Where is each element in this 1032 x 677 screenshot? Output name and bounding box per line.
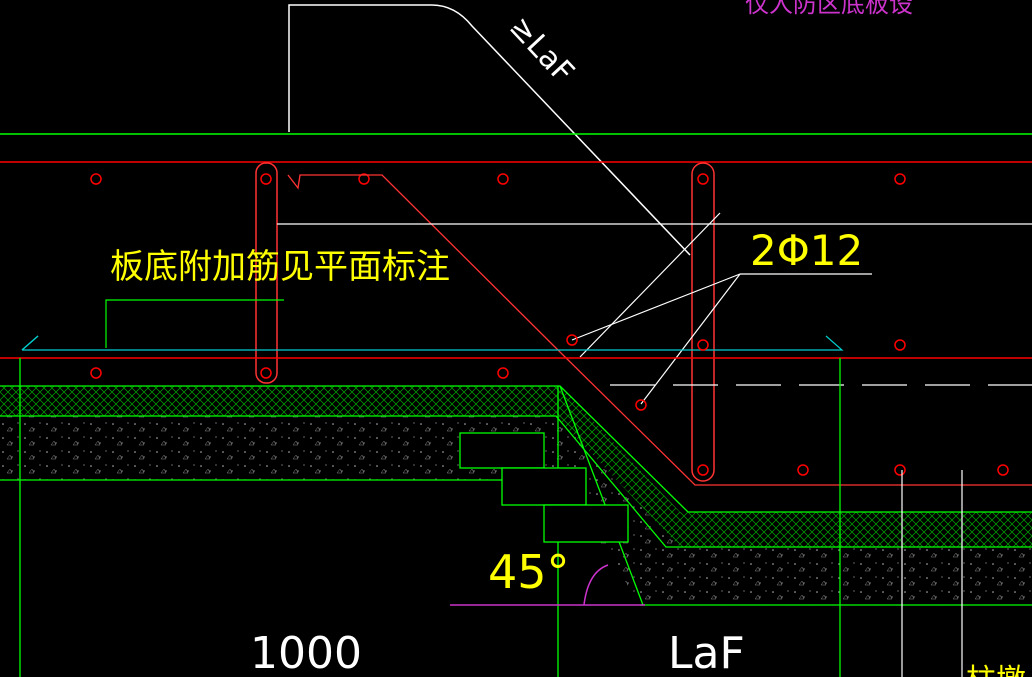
rebar-spec-label: 2Φ12	[750, 226, 863, 275]
angle-arc	[583, 564, 609, 606]
rebar-dot	[260, 367, 272, 379]
rebar-dot	[635, 399, 647, 411]
top-note-text: 仅人防区底板设	[745, 0, 913, 18]
concrete-layer	[0, 416, 1032, 605]
cyan-bottom-rebar	[21, 335, 844, 351]
rebar-dot	[697, 464, 709, 476]
step-block-3	[543, 504, 629, 543]
rebar-dot	[894, 173, 906, 185]
bottom-right-note: 柱墩	[966, 663, 1026, 677]
rebar-dot	[894, 464, 906, 476]
outline-1	[0, 385, 1032, 513]
rebar-dot	[497, 367, 509, 379]
dimension-laf: LaF	[668, 628, 745, 677]
hatched-layer-left	[0, 386, 1032, 547]
break-mark	[579, 212, 721, 358]
slab-outlines	[0, 358, 1032, 677]
rebar-dot	[566, 334, 578, 346]
rebar-dot	[997, 464, 1009, 476]
rebar-dot	[90, 367, 102, 379]
bottom-note-leader	[105, 299, 284, 348]
rebar-dot	[497, 173, 509, 185]
rebar-dot	[797, 464, 809, 476]
angle-label: 45°	[488, 545, 570, 599]
bottom-rebar-dots	[90, 334, 1009, 476]
top-rebar-dots	[90, 173, 906, 185]
anchorage-bent-bar	[288, 4, 691, 256]
rebar-dot	[90, 173, 102, 185]
stepped-blocks	[459, 432, 629, 543]
rebar-dot	[697, 339, 709, 351]
rebar-leader-1	[571, 273, 741, 341]
slope-edge	[559, 385, 644, 606]
step-block-1	[459, 432, 545, 469]
anchor-length-label: ≥LaF	[502, 10, 580, 91]
rebar-dot	[260, 173, 272, 185]
dimension-1000: 1000	[250, 628, 362, 677]
stirrup-right	[691, 162, 715, 482]
step-block-2	[501, 467, 587, 506]
rebar-leader-2	[640, 273, 741, 405]
stirrup-left	[255, 162, 278, 384]
rebar-dot	[697, 173, 709, 185]
diagonal-additional-bar	[287, 174, 1032, 486]
rebar-dot	[894, 339, 906, 351]
outline-2	[0, 415, 1032, 548]
bottom-rebar-note: 板底附加筋见平面标注	[110, 247, 450, 287]
rebar-dot	[358, 173, 370, 185]
